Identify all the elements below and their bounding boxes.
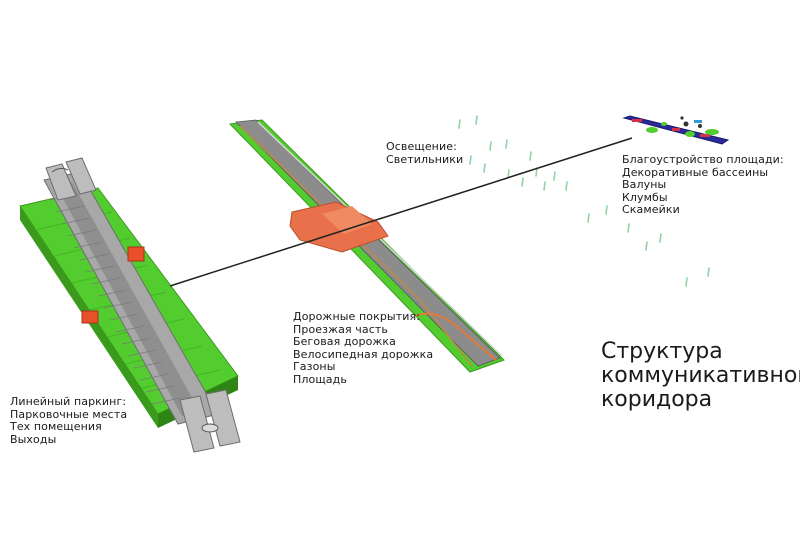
surface-running-track	[239, 125, 473, 367]
surface-plaza-inner	[322, 206, 372, 234]
surfaces-item-bike-path: Велосипедная дорожка	[293, 347, 434, 361]
parking-driveway	[56, 182, 200, 416]
parking-bays	[49, 193, 181, 405]
surfaces-item-plaza: Площадь	[293, 372, 347, 386]
square-item-benches: Скамейки	[622, 203, 680, 216]
tech-room-1	[127, 246, 145, 262]
surfaces-item-lawns: Газоны	[293, 360, 336, 373]
parking-item-exits: Выходы	[10, 432, 57, 446]
tech-room-2	[81, 310, 99, 324]
square-flowerbeds	[646, 122, 719, 137]
lighting-callout: Освещение: Светильники	[386, 140, 464, 166]
parking-callout-title: Линейный паркинг:	[10, 395, 127, 408]
lighting-item-lamps: Светильники	[386, 152, 464, 166]
lighting-callout-title: Освещение:	[386, 140, 457, 153]
parking-item-spaces: Парковочные места	[10, 407, 128, 421]
diagram-title-line-1: Структура	[601, 339, 723, 364]
surface-curve	[415, 312, 497, 361]
surfaces-item-roadway: Проезжая часть	[293, 322, 388, 336]
square-boulders	[680, 116, 702, 128]
diagram-title-line-2: коммуникативного	[601, 363, 800, 388]
square-item-boulders: Валуны	[622, 178, 667, 191]
parking-exit-bottom	[179, 389, 241, 453]
square-landscaping-model	[622, 115, 730, 145]
diagram-title: Структура коммуникативного коридора	[601, 340, 800, 412]
square-benches	[632, 119, 710, 137]
square-callout-title: Благоустройство площади:	[622, 153, 784, 166]
square-callout: Благоустройство площади: Декоративные ба…	[622, 153, 784, 217]
diagram-title-line-3: коридора	[601, 387, 713, 412]
parking-item-tech-rooms: Тех помещения	[10, 420, 102, 433]
square-item-pools: Декоративные бассеины	[622, 165, 769, 179]
surfaces-item-running-track: Беговая дорожка	[293, 335, 397, 348]
surfaces-callout: Дорожные покрытия: Проезжая часть Бегова…	[293, 310, 434, 386]
linear-parking-model	[19, 157, 241, 453]
square-pools	[694, 120, 702, 123]
parking-callout: Линейный паркинг: Парковочные места Тех …	[10, 395, 128, 446]
lighting-model	[458, 115, 710, 287]
road-surfaces-model	[228, 119, 505, 373]
square-item-flowerbeds: Клумбы	[622, 190, 668, 204]
surface-bike-path	[257, 121, 503, 357]
corridor-axis-line	[169, 137, 633, 287]
surfaces-callout-title: Дорожные покрытия:	[293, 310, 421, 323]
parking-exit-top	[45, 157, 97, 201]
